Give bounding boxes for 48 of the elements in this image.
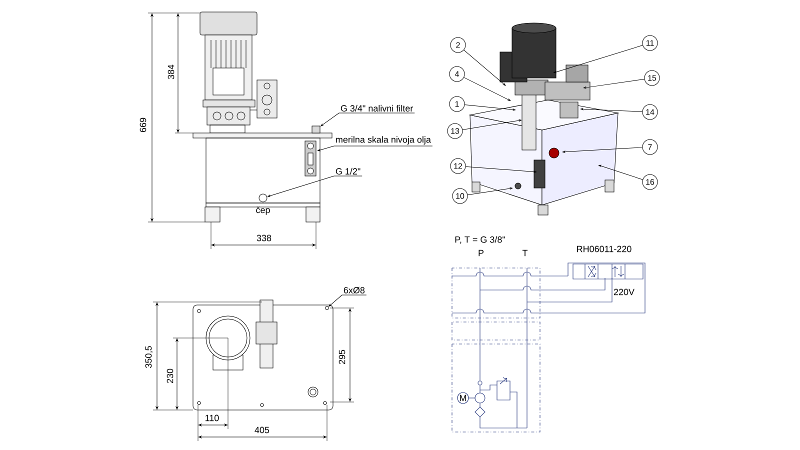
- leader-line: [464, 104, 516, 111]
- drain-plug: [258, 194, 268, 202]
- leader-line: [268, 176, 362, 197]
- label: T: [522, 250, 528, 256]
- leader-line: [464, 50, 506, 86]
- leader-line: [598, 164, 643, 180]
- leader-label: G 3/4" nalivni filter: [340, 104, 414, 112]
- callout-number: 4: [449, 66, 465, 82]
- leader-line: [553, 45, 643, 74]
- dimension-text: 110: [206, 414, 219, 422]
- leader-line: [317, 146, 433, 152]
- leader-line: [320, 112, 415, 126]
- callout-number: 12: [450, 158, 466, 174]
- label: P, T = G 3/8": [455, 236, 506, 244]
- callout-number: 7: [642, 139, 658, 155]
- callout-number: 13: [447, 123, 463, 139]
- callout-number: 1: [449, 96, 465, 112]
- callout-number: 16: [642, 174, 658, 190]
- leader-label: 6xØ8: [344, 286, 365, 294]
- leader-line: [464, 77, 511, 101]
- callout-number: 2: [450, 37, 466, 53]
- label: P: [478, 250, 484, 256]
- label: čep: [256, 206, 270, 215]
- leader-line: [562, 147, 643, 153]
- callout-number: 11: [642, 35, 658, 51]
- callout-number: 15: [644, 70, 660, 86]
- leader-line: [328, 294, 367, 307]
- leader-label: merilna skala nivoja olja: [336, 136, 431, 145]
- leader-line: [465, 166, 537, 173]
- label: RH06011-220: [577, 246, 632, 252]
- dimension-text: 230: [166, 368, 174, 384]
- dimension-text: 338: [256, 234, 272, 242]
- label: 220V: [614, 288, 634, 296]
- label: M: [460, 394, 466, 402]
- leader-label: G 1/2": [336, 168, 360, 175]
- leader-line: [580, 108, 643, 112]
- leader-line: [584, 78, 645, 89]
- filler-cap: [312, 126, 320, 134]
- leader-line: [462, 120, 522, 130]
- dimension-text: 350,5: [145, 346, 153, 368]
- callout-number: 10: [452, 188, 468, 204]
- mounting-hole: [325, 306, 329, 310]
- dimension-text: 405: [254, 426, 270, 434]
- dimension-text: 384: [168, 64, 174, 80]
- dimension-text: 295: [338, 350, 346, 364]
- leader-line: [467, 187, 513, 196]
- callout-number: 14: [642, 104, 658, 120]
- dimension-text: 669: [140, 118, 146, 132]
